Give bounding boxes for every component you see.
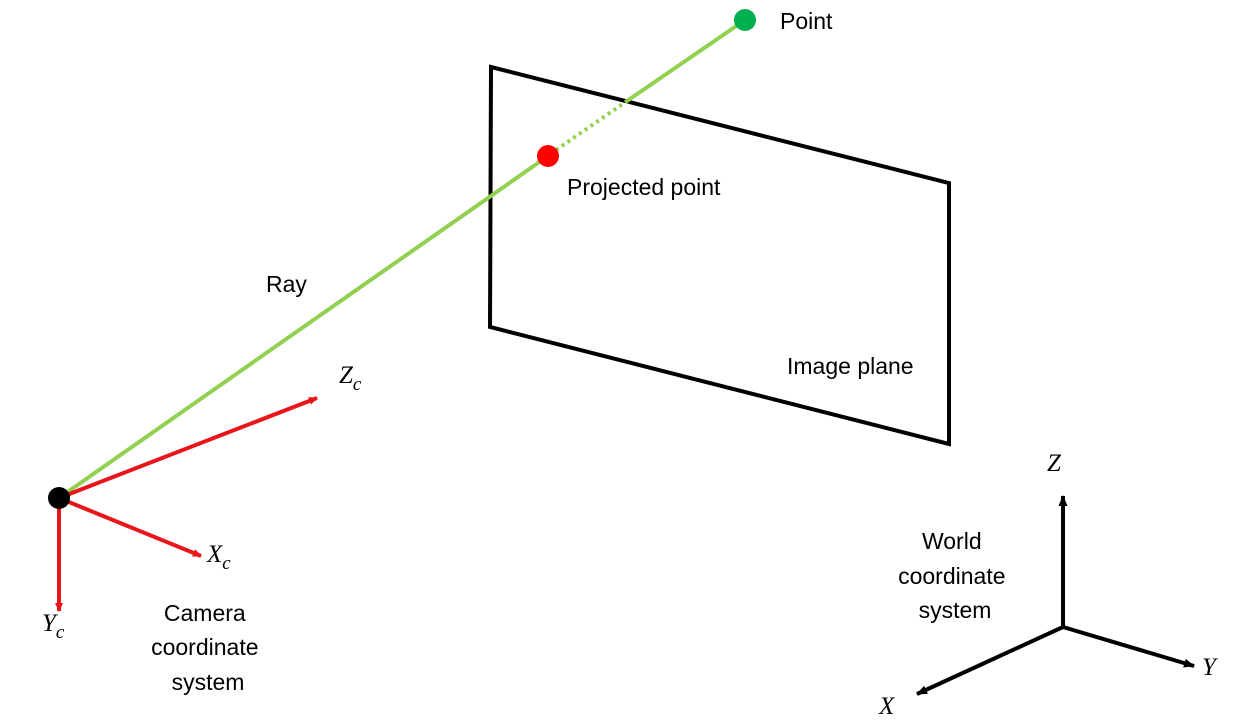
camera-x-axis-label: Xc — [206, 541, 231, 574]
camera-z-axis-label: Zc — [339, 362, 362, 395]
world-x-axis — [916, 625, 1064, 696]
world-x-axis-label: X — [878, 693, 896, 720]
point-label: Point — [780, 8, 833, 34]
world-z-axis-label: Z — [1047, 450, 1062, 477]
ray-label: Ray — [266, 271, 307, 297]
camera-system-label: Camera coordinate system — [151, 600, 265, 695]
ray-outer-segment — [625, 18, 747, 103]
image-plane — [487, 64, 951, 447]
camera-origin — [48, 487, 70, 509]
projected-point-marker — [537, 145, 559, 167]
ray-line — [57, 154, 550, 500]
image-plane-label: Image plane — [787, 353, 914, 379]
world-system-label: World coordinate system — [898, 528, 1012, 623]
point-marker — [734, 9, 756, 31]
world-y-axis-label: Y — [1202, 654, 1219, 681]
camera-x-axis — [58, 496, 202, 558]
camera-z-axis — [58, 396, 318, 500]
world-y-axis — [1062, 625, 1195, 668]
camera-y-axis-label: Yc — [42, 610, 65, 643]
ray-dotted-segment — [554, 99, 629, 152]
projected-point-label: Projected point — [567, 174, 721, 200]
